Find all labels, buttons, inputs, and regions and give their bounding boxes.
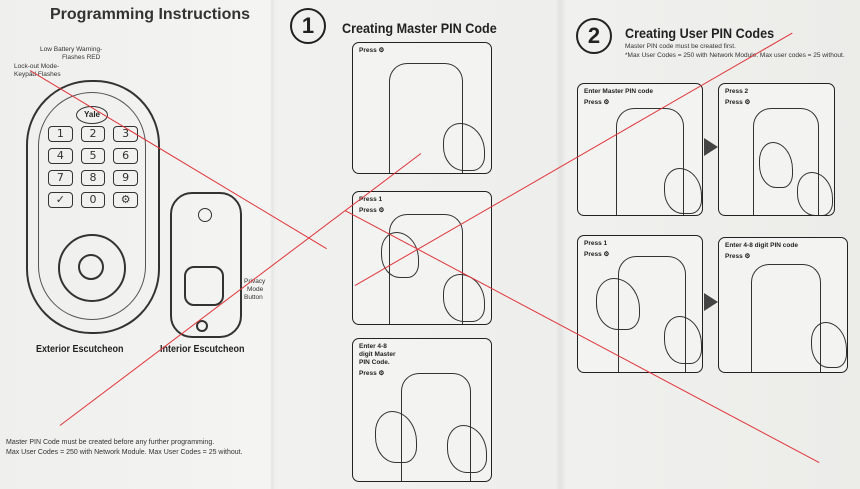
panel-instruction: Press ⚙ <box>584 251 610 258</box>
panel-instruction: Press 1 <box>359 196 383 203</box>
panel-instruction: Press ⚙ <box>359 370 385 377</box>
programming-instructions-title: Programming Instructions <box>50 6 251 23</box>
panel-instruction: Press 2 <box>725 88 749 95</box>
key-8: 8 <box>80 170 106 186</box>
hand-icon <box>811 322 847 368</box>
screw-icon <box>196 320 208 332</box>
hand-icon <box>381 232 419 278</box>
hand-icon <box>759 142 793 188</box>
panel-instruction: Press 1 <box>584 240 608 247</box>
button-label: Button <box>244 294 263 301</box>
keypad-drawing <box>389 63 463 173</box>
privacy-label: Privacy <box>244 278 266 285</box>
panel-instruction: Enter 4-8 <box>359 343 387 350</box>
panel-instruction: digit Master <box>359 351 396 358</box>
master-pin-note: Master PIN Code must be created before a… <box>6 439 215 446</box>
panel-instruction: Press ⚙ <box>359 207 385 214</box>
flashes-red-label: Flashes RED <box>62 54 101 61</box>
keypad-drawing <box>616 108 684 215</box>
arrow-right-icon <box>704 138 718 156</box>
hand-icon <box>596 278 640 330</box>
panel-instruction: Enter Master PIN code <box>584 88 653 95</box>
hand-icon <box>375 411 417 463</box>
key-2: 2 <box>80 126 106 142</box>
hand-icon <box>664 168 702 214</box>
panel-instruction: Press ⚙ <box>584 99 610 106</box>
interior-caption: Interior Escutcheon <box>160 344 245 355</box>
interior-logo-icon <box>198 208 212 222</box>
step-2-title: Creating User PIN Codes <box>625 25 775 41</box>
exterior-escutcheon-drawing: Yale 1 2 3 4 5 6 7 8 9 ✓ 0 ⚙ <box>26 80 160 334</box>
step-2-note-2: *Max User Codes = 250 with Network Modul… <box>625 52 845 59</box>
step-1-panel-press-gear: Press ⚙ <box>352 42 492 174</box>
key-9: 9 <box>113 170 138 186</box>
keypad-border <box>38 92 146 320</box>
step-1-panel-enter-master: Enter 4-8 digit Master PIN Code. Press ⚙ <box>352 338 492 482</box>
keypad: 1 2 3 4 5 6 7 8 9 ✓ 0 ⚙ <box>48 126 138 208</box>
key-6: 6 <box>113 148 138 164</box>
exterior-caption: Exterior Escutcheon <box>36 344 124 355</box>
thumbturn-icon <box>184 266 224 306</box>
step-2-panel-press-1: Press 1 Press ⚙ <box>577 235 703 373</box>
key-1: 1 <box>48 126 73 142</box>
step-1-title: Creating Master PIN Code <box>342 20 497 36</box>
panel-instruction: Press ⚙ <box>725 253 751 260</box>
arrow-right-icon <box>704 293 718 311</box>
lockout-mode-label: Lock-out Mode- <box>14 63 60 70</box>
mode-label: Mode <box>247 286 264 293</box>
panel-instruction: Press ⚙ <box>725 99 751 106</box>
step-1-panel-press-1: Press 1 Press ⚙ <box>352 191 492 325</box>
step-2-panel-press-2: Press 2 Press ⚙ <box>718 83 835 216</box>
keypad-drawing <box>751 264 821 372</box>
key-7: 7 <box>48 170 73 186</box>
panel-instruction: PIN Code. <box>359 359 390 366</box>
step-2-number: 2 <box>576 18 612 54</box>
panel-instruction: Enter 4-8 digit PIN code <box>725 242 798 249</box>
check-key: ✓ <box>48 192 73 208</box>
keypad-drawing <box>753 108 819 215</box>
hand-icon <box>443 123 485 171</box>
key-0: 0 <box>80 192 106 208</box>
gear-key: ⚙ <box>113 192 138 208</box>
low-battery-label: Low Battery Warning- <box>40 46 103 53</box>
cylinder-ring <box>58 234 126 302</box>
panel-instruction: Press ⚙ <box>359 47 385 54</box>
max-codes-note: Max User Codes = 250 with Network Module… <box>6 449 243 456</box>
interior-escutcheon-drawing <box>170 192 242 338</box>
hand-icon <box>797 172 833 215</box>
key-4: 4 <box>48 148 73 164</box>
key-5: 5 <box>80 148 106 164</box>
hand-icon <box>447 425 487 473</box>
step-2-note-1: Master PIN code must be created first. <box>625 43 736 50</box>
keyhole-icon <box>78 254 104 280</box>
step-1-number: 1 <box>290 8 326 44</box>
hand-icon <box>664 316 702 364</box>
